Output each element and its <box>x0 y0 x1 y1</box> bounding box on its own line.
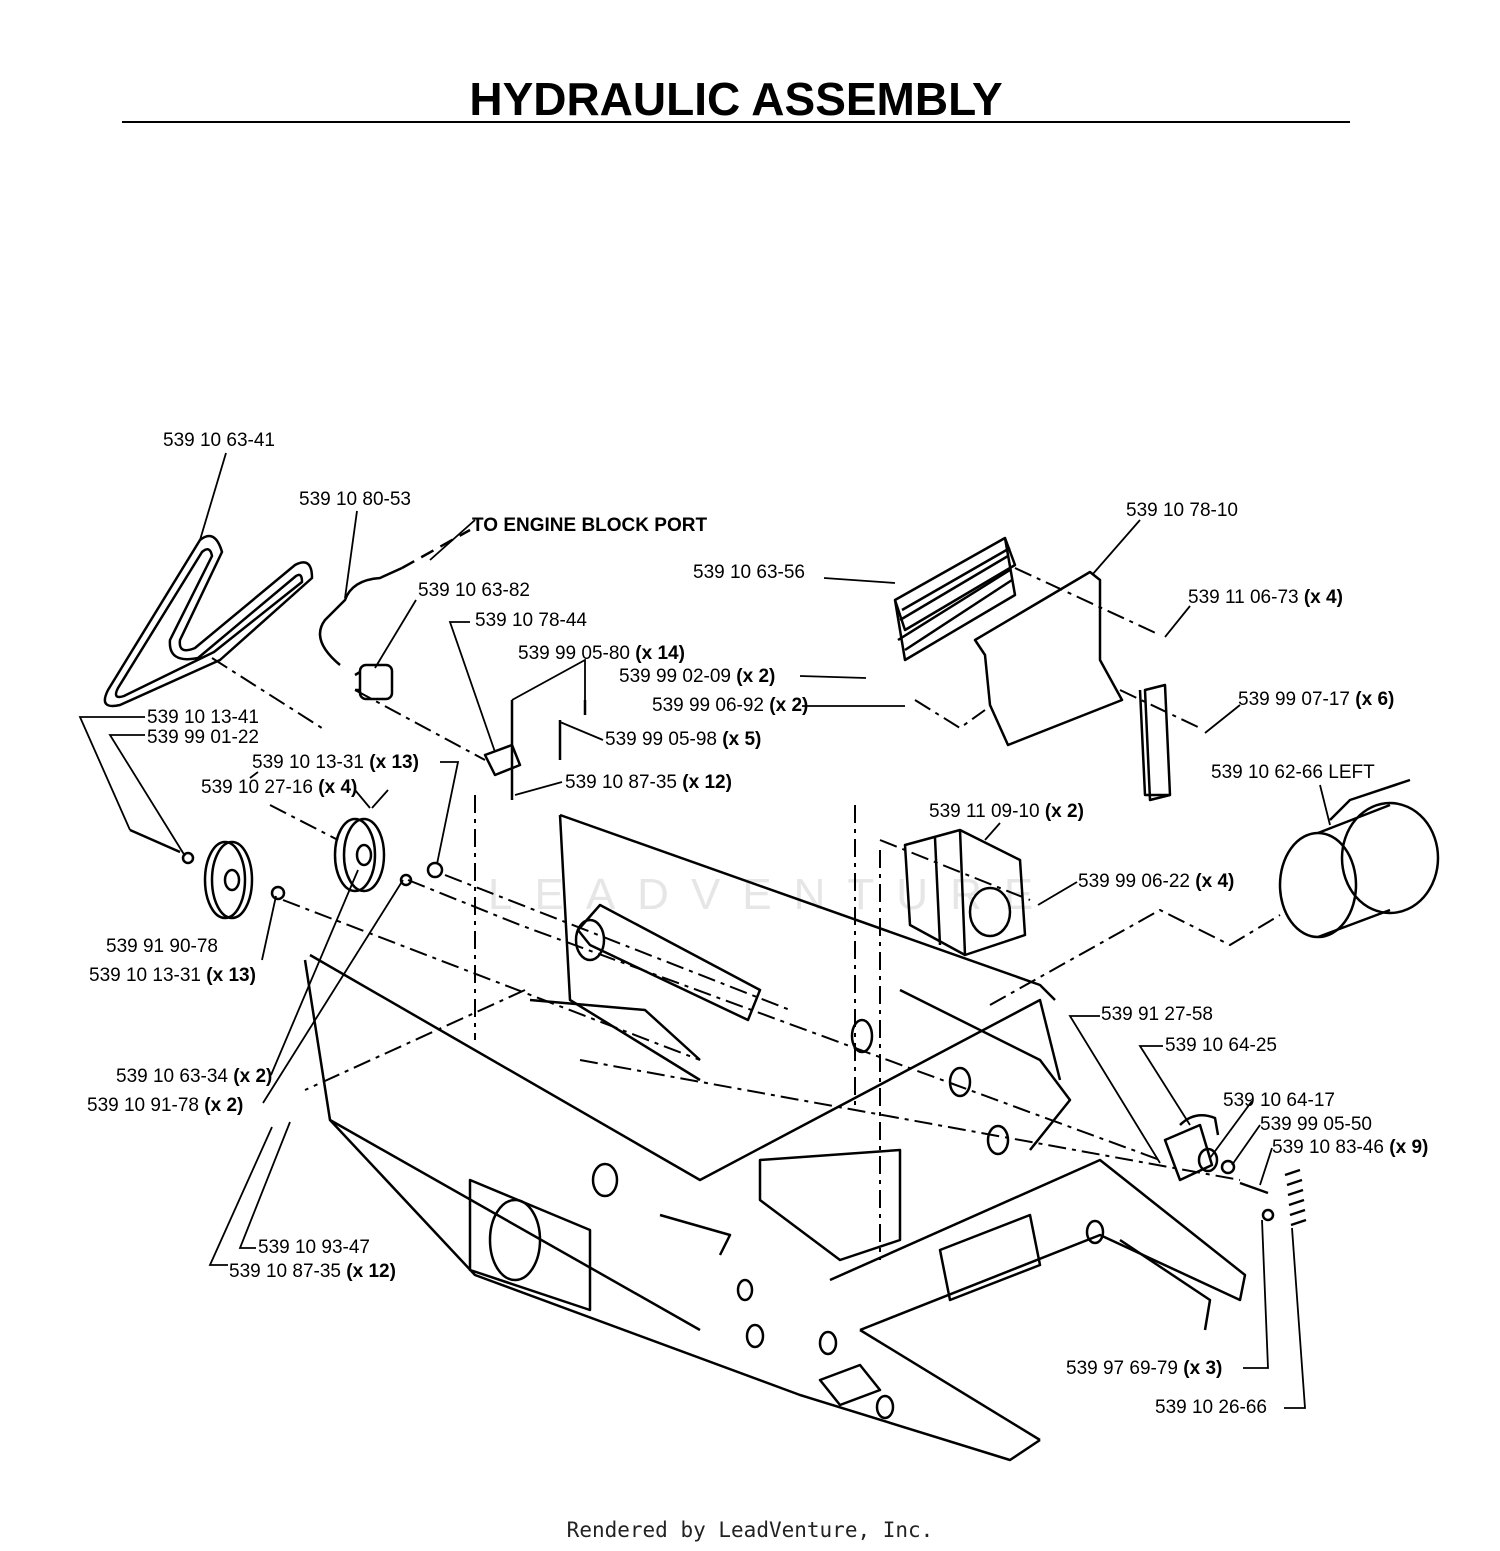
part-label: 539 99 05-98 (x 5) <box>605 729 762 750</box>
part-label: 539 10 83-46 (x 9) <box>1272 1137 1429 1158</box>
part-label: 539 99 02-09 (x 2) <box>619 666 776 687</box>
relief-valve-assembly <box>1163 1113 1275 1222</box>
part-label: 539 10 87-35 (x 12) <box>229 1261 396 1282</box>
part-label: 539 99 06-92 (x 2) <box>652 695 809 716</box>
hydraulic-motor <box>1278 778 1440 939</box>
part-label: 539 11 09-10 (x 2) <box>929 801 1084 822</box>
part-label: 539 99 07-17 (x 6) <box>1238 689 1395 710</box>
part-label: 539 99 05-80 (x 14) <box>518 643 685 664</box>
diagram-title: HYDRAULIC ASSEMBLY <box>469 73 1003 125</box>
drive-belt <box>103 534 314 708</box>
part-label: 539 10 13-31 (x 13) <box>89 965 256 986</box>
cooler-bracket <box>973 570 1172 802</box>
part-label: 539 10 63-56 <box>693 562 805 583</box>
watermark: LEADVENTURE <box>488 870 1056 919</box>
part-label: 539 10 63-82 <box>418 580 530 601</box>
part-label: 539 99 01-22 <box>147 727 259 748</box>
part-label: 539 10 62-66 LEFT <box>1211 762 1375 783</box>
title-underline <box>122 121 1350 123</box>
part-label: 539 10 78-10 <box>1126 500 1238 521</box>
part-label: 539 10 63-41 <box>163 430 275 451</box>
part-label: 539 10 93-47 <box>258 1237 370 1258</box>
part-label: 539 10 63-34 (x 2) <box>116 1066 273 1087</box>
part-label: 539 10 87-35 (x 12) <box>565 772 732 793</box>
part-label: 539 97 69-79 (x 3) <box>1066 1358 1223 1379</box>
drive-pulley <box>333 817 386 893</box>
part-label: 539 99 06-22 (x 4) <box>1078 871 1235 892</box>
engine-port-note: TO ENGINE BLOCK PORT <box>472 515 708 536</box>
part-label: 539 10 26-66 <box>1155 1397 1267 1418</box>
part-label: 539 10 64-17 <box>1223 1090 1335 1111</box>
idler-pulley <box>203 840 254 920</box>
part-label: 539 99 05-50 <box>1260 1114 1372 1135</box>
part-label: 539 91 90-78 <box>106 936 218 957</box>
part-label: 539 11 06-73 (x 4) <box>1188 587 1343 608</box>
hydraulic-hose <box>318 566 403 666</box>
part-label: 539 10 13-31 (x 13) <box>252 752 419 773</box>
part-label: 539 10 91-78 (x 2) <box>87 1095 244 1116</box>
chassis-frame <box>303 813 1247 1462</box>
part-label: 539 10 27-16 (x 4) <box>201 777 358 798</box>
part-label: 539 10 78-44 <box>475 610 587 631</box>
part-label: 539 10 80-53 <box>299 489 411 510</box>
footer-credit: Rendered by LeadVenture, Inc. <box>566 1518 934 1542</box>
oil-cooler <box>893 536 1017 662</box>
part-label: 539 10 64-25 <box>1165 1035 1277 1056</box>
hydraulic-pump <box>903 828 1027 957</box>
part-label: 539 10 13-41 <box>147 707 259 728</box>
spring <box>1284 1168 1307 1227</box>
part-label: 539 91 27-58 <box>1101 1004 1213 1025</box>
